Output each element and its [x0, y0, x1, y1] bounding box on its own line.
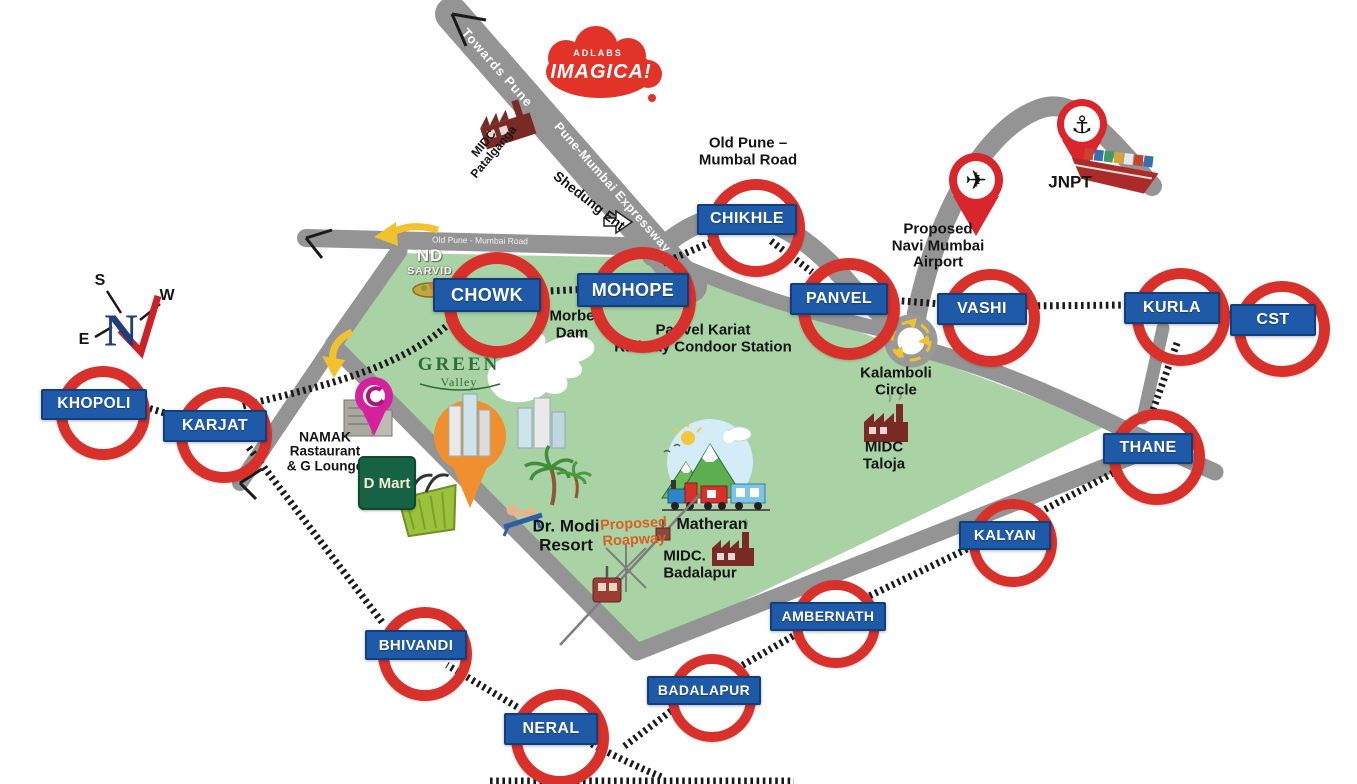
station-name-bar: KALYAN: [959, 520, 1051, 550]
toy-train-icon: [662, 480, 770, 511]
lounge-person-icon: [502, 504, 543, 537]
old-pune-road-small-label: Old Pune - Mumbai Road: [431, 234, 529, 247]
green-valley-swirl: [419, 383, 501, 391]
label-line: Morbe: [549, 307, 595, 325]
station-name-bar: BADALAPUR: [647, 675, 761, 705]
road-arrows: [238, 12, 487, 501]
svg-text:⚓: ⚓: [1071, 111, 1093, 139]
label-line: Proposed: [903, 220, 973, 238]
label-line: Navi Mumbai: [891, 236, 985, 254]
label-line: Taloja: [862, 455, 906, 472]
label-line: Kalamboli: [860, 364, 932, 382]
matheran-label: Matheran: [676, 516, 748, 534]
station-name-bar: BHIVANDI: [365, 630, 467, 660]
svg-text:✈: ✈: [965, 166, 987, 196]
old-pune-road-label: Old Pune – Mumbal Road: [698, 134, 798, 169]
station-name-bar: CHOWK: [433, 278, 541, 312]
imagica-cloud-icon: [546, 26, 662, 102]
station-name-bar: THANE: [1103, 432, 1193, 464]
label-line: GREEN: [417, 353, 501, 375]
green-valley-logo: GREEN Valley: [417, 353, 501, 389]
palm-trees-icon: [524, 444, 593, 506]
badalapur-factory-icon: [712, 518, 754, 566]
label-line: Old Pune –: [708, 134, 788, 152]
township-buildings-icon: [517, 397, 566, 449]
compass-letter-s: S: [94, 272, 106, 290]
station-name-bar: VASHI: [937, 293, 1027, 325]
imagica-brand-label: ADLABS: [573, 48, 623, 59]
kalamboli-label: Kalamboli Circle: [860, 364, 932, 399]
airport-pin-icon: ✈: [949, 153, 1003, 236]
label-line: SARVID: [407, 264, 453, 277]
dr-modi-label: Dr. Modi Resort: [532, 517, 599, 554]
station-name-bar: CHIKHLE: [697, 203, 797, 235]
ropeway-icon: [559, 493, 701, 646]
compass-letter-n: N: [104, 304, 138, 356]
compass-letter-e: E: [78, 331, 90, 349]
project-pin-icon: [355, 377, 393, 436]
station-name-bar: KURLA: [1124, 292, 1220, 324]
label-line: Airport: [913, 253, 963, 271]
dmart-label: D Mart: [363, 474, 411, 492]
label-line: Dam: [555, 324, 589, 341]
station-name-bar: PANVEL: [790, 283, 888, 315]
dmart-logo: D Mart: [358, 456, 416, 510]
label-line: MIDC: [864, 438, 904, 456]
morbe-dam-label: Morbe Dam: [549, 307, 595, 342]
imagica-name-label: IMAGICA!: [550, 61, 652, 83]
label-line: & G Lounge: [286, 458, 364, 474]
station-name-bar: KARJAT: [163, 410, 267, 442]
station-name-bar: AMBERNATH: [770, 601, 886, 631]
midc-badalapur-label: MIDC. Badalapur: [663, 547, 737, 582]
station-name-bar: NERAL: [504, 713, 598, 745]
midc-taloja-label: MIDC Taloja: [862, 438, 906, 473]
taloja-factory-icon: [864, 390, 908, 442]
jnpt-label: JNPT: [1048, 172, 1092, 192]
ropeway-label: Proposed Roapway: [600, 514, 668, 550]
label-line: Resort: [539, 535, 593, 554]
jnpt-pin-icon: ⚓: [1057, 99, 1107, 174]
shedung-arrow-icon: [603, 209, 634, 235]
patalganga-factory-icon: [480, 87, 537, 150]
label-line: Circle: [875, 381, 917, 398]
site-pin-icon: [434, 393, 506, 508]
cargo-ship-icon: [1071, 148, 1159, 194]
roads: [232, 0, 1224, 661]
label-line: Dr. Modi: [532, 516, 600, 536]
label-line: NAMAK: [298, 428, 352, 445]
station-name-bar: CST: [1230, 304, 1316, 336]
station-name-bar: MOHOPE: [577, 273, 689, 307]
airport-label: Proposed Navi Mumbai Airport: [892, 221, 985, 271]
station-name-bar: KHOPOLI: [41, 388, 147, 420]
nd-sarvid-label: ND SARVID: [407, 245, 453, 277]
route-arrows: [322, 222, 439, 378]
compass-letter-w: W: [159, 287, 175, 305]
label-line: Valley: [440, 374, 478, 389]
label-line: Rastaurant: [289, 443, 361, 459]
namak-label: NAMAK Rastaurant & G Lounge: [287, 429, 364, 474]
kalamboli-roundabout: [884, 314, 938, 368]
label-line: ND: [416, 245, 444, 265]
compass-rose-icon: [94, 290, 162, 359]
label-line: Badalapur: [663, 564, 737, 581]
label-line: Mumbal Road: [698, 151, 798, 168]
label-line: MIDC.: [663, 547, 706, 565]
